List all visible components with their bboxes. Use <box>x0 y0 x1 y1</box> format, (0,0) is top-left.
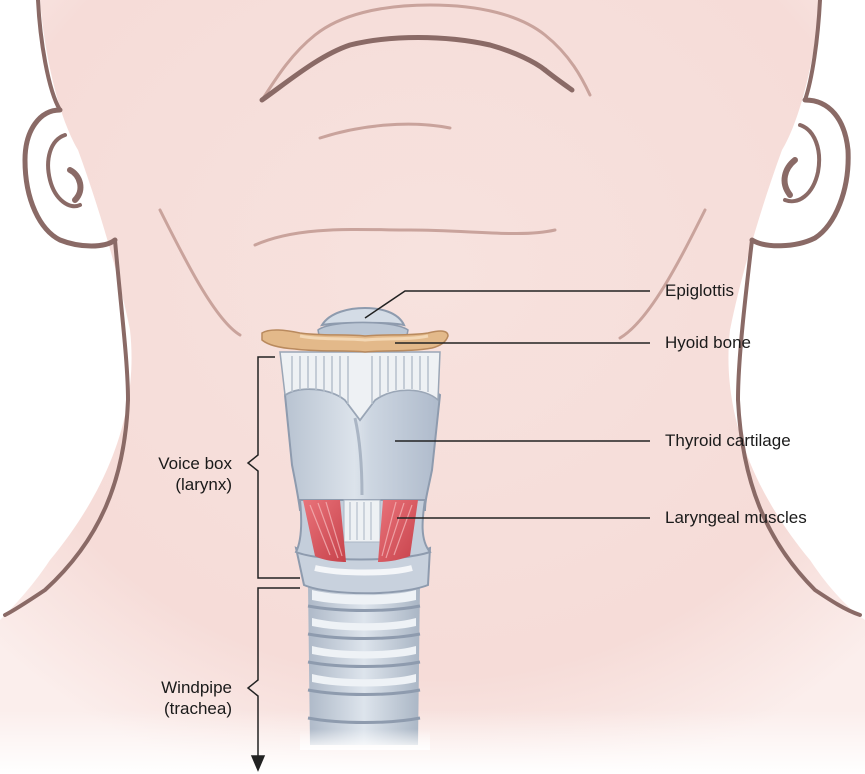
laryngeal-muscles <box>296 500 430 562</box>
label-windpipe-sub: (trachea) <box>128 699 232 719</box>
label-thyroid-cartilage: Thyroid cartilage <box>665 431 791 451</box>
label-hyoid-bone: Hyoid bone <box>665 333 751 353</box>
label-laryngeal-muscles: Laryngeal muscles <box>665 508 807 528</box>
label-epiglottis: Epiglottis <box>665 281 734 301</box>
label-voice-box-sub: (larynx) <box>128 475 232 495</box>
label-windpipe: Windpipe <box>128 678 232 698</box>
trachea <box>300 585 430 750</box>
label-voice-box: Voice box <box>128 454 232 474</box>
